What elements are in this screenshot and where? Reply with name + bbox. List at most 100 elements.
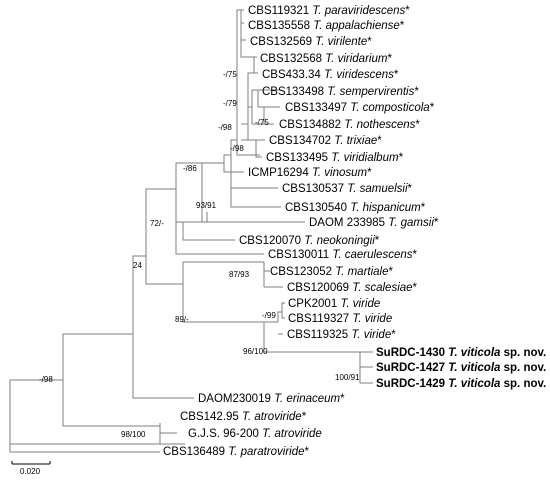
strain-id: CBS130011 <box>268 249 329 261</box>
type-marker: * <box>340 393 345 405</box>
taxon-label: DAOM 233985 T. gamsii* <box>309 217 439 229</box>
strain-id: CBS132569 <box>250 36 312 48</box>
taxon-label: CBS142.95 T. atroviride* <box>180 411 307 423</box>
branch-viride <box>281 302 285 319</box>
taxon-label: CBS132569 T. virilente* <box>250 36 372 48</box>
taxon-label: CBS120070 T. neokoningii* <box>239 235 380 247</box>
taxon-label: DAOM230019 T. erinaceum* <box>198 393 345 405</box>
type-marker: * <box>413 282 418 294</box>
species-name: T. trixiae <box>334 135 377 147</box>
species-name: T. caerulescens <box>332 249 412 261</box>
species-name: T. viridialbum <box>331 152 399 164</box>
branch-composticola <box>257 89 280 108</box>
strain-id: CBS133495 <box>266 152 328 164</box>
branch-samuelsii <box>230 172 281 208</box>
taxon-label: CBS130540 T. hispanicum* <box>285 202 426 214</box>
taxon-label: CBS133498 T. sempervirentis* <box>262 86 419 98</box>
taxon-label-new-species: SuRDC-1429 T. viticola sp. nov. <box>376 378 546 390</box>
support-value: 98/100 <box>121 430 146 439</box>
strain-id: CBS120069 <box>287 282 349 294</box>
branch-viridialbum <box>241 139 262 158</box>
type-marker: * <box>430 102 435 114</box>
branch-caerulescens <box>175 203 264 255</box>
taxon-label: CBS132568 T. viridarium* <box>260 53 392 65</box>
taxon-label: CBS123052 T. martiale* <box>270 266 394 278</box>
species-name: T. virilente <box>315 36 367 48</box>
species-name: T. martiale <box>335 266 388 278</box>
branch-erinaceum <box>132 334 194 399</box>
strain-id: DAOM 233985 <box>309 217 385 229</box>
support-value: 100/91 <box>335 373 360 382</box>
type-marker: * <box>399 152 404 164</box>
strain-id: CBS123052 <box>270 266 332 278</box>
strain-id: DAOM230019 <box>198 393 271 405</box>
taxon-label: CBS134702 T. trixiae* <box>269 135 382 147</box>
type-marker: * <box>391 329 396 341</box>
type-marker: * <box>389 266 394 278</box>
species-name: T. viridarium <box>325 53 388 65</box>
strain-id: ICMP16294 <box>248 167 309 179</box>
strain-id: G.J.S. 96-200 <box>188 428 259 440</box>
species-name: T. paratroviride <box>228 446 304 458</box>
branch-trixiae <box>241 123 265 141</box>
taxon-label: G.J.S. 96-200 T. atroviride <box>188 428 322 440</box>
type-marker: * <box>400 20 405 32</box>
branch-atroviride-clade <box>9 423 185 452</box>
support-value: -/75 <box>255 118 269 127</box>
type-marker: * <box>394 69 399 81</box>
taxon-label-new-species: SuRDC-1430 T. viticola sp. nov. <box>376 347 546 359</box>
strain-id: CBS119325 <box>287 329 348 341</box>
species-name: T. viridescens <box>324 69 394 81</box>
type-marker: * <box>405 5 410 17</box>
species-name: T. viticola <box>448 378 501 390</box>
new-species-marker: sp. nov. <box>500 347 546 359</box>
support-value: -/99 <box>262 311 276 320</box>
branch-martiale-node <box>183 261 283 288</box>
scale-bar-line <box>11 461 51 465</box>
new-species-marker: sp. nov. <box>500 362 546 374</box>
support-value: -/98 <box>39 375 53 384</box>
taxon-label: CBS130011 T. caerulescens* <box>268 249 418 261</box>
type-marker: * <box>377 135 382 147</box>
branch-viticola-node <box>278 351 373 384</box>
type-marker: * <box>305 446 310 458</box>
species-name: T. composticola <box>350 102 429 114</box>
taxon-label: ICMP16294 T. vinosum* <box>248 167 372 179</box>
branch-nothescens <box>263 106 280 125</box>
species-name: T. hispanicum <box>350 202 421 214</box>
strain-id: CBS433.34 <box>262 69 321 81</box>
support-value: 93/91 <box>196 201 217 210</box>
species-name: T. paraviridescens <box>312 5 405 17</box>
support-value: -/75 <box>223 70 237 79</box>
taxon-label: CBS119321 T. paraviridescens* <box>248 5 410 17</box>
strain-id: CBS120070 <box>239 235 301 247</box>
support-value: 24 <box>133 261 142 270</box>
species-name: T. viride <box>352 313 392 325</box>
branch-viridescens <box>240 10 258 124</box>
species-name: T. viride <box>340 298 380 310</box>
strain-id: CBS119321 <box>248 5 309 17</box>
taxon-label: CBS130537 T. samuelsii* <box>282 183 413 195</box>
taxon-label-new-species: SuRDC-1427 T. viticola sp. nov. <box>376 362 546 374</box>
strain-id: CBS130537 <box>282 183 344 195</box>
species-name: T. gamsii <box>388 217 434 229</box>
taxon-label: CBS136489 T. paratroviride* <box>163 446 310 458</box>
taxon-labels: CBS119321 T. paraviridescens* CBS135558 … <box>163 5 546 458</box>
type-marker: * <box>375 235 380 247</box>
scale-bar-label: 0.020 <box>20 467 41 476</box>
strain-id: SuRDC-1427 <box>376 362 445 374</box>
branch-upper-clade <box>145 188 183 285</box>
strain-id: CBS134882 <box>279 119 341 131</box>
taxon-label: CBS120069 T. scalesiae* <box>287 282 418 294</box>
taxon-label: CBS119325 T. viride* <box>287 329 396 341</box>
type-marker: * <box>434 217 439 229</box>
species-name: T. viticola <box>448 347 501 359</box>
branch-lower-clade <box>182 262 264 323</box>
taxon-label: CBS433.34 T. viridescens* <box>262 69 399 81</box>
species-name: T. atroviride <box>262 428 322 440</box>
type-marker: * <box>421 202 426 214</box>
species-name: T. scalesiae <box>352 282 412 294</box>
species-name: T. erinaceum <box>274 393 340 405</box>
strain-id: CBS119327 <box>288 313 349 325</box>
strain-id: CBS133497 <box>285 102 347 114</box>
